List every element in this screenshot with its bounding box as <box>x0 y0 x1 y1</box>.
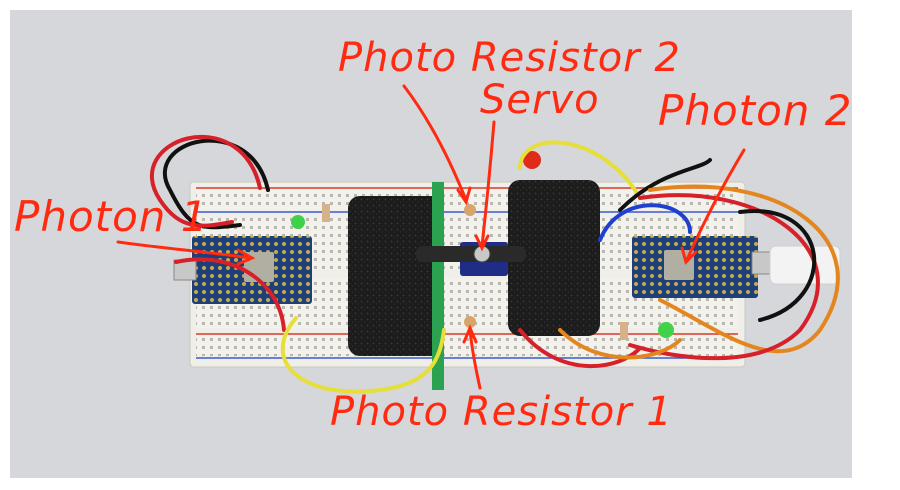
wire-red-right <box>628 193 820 361</box>
wire-black-right-2 <box>738 209 817 322</box>
arrow-photon-1 <box>116 240 256 266</box>
photo-resistor-1-part <box>464 316 476 328</box>
wire-yellow-left <box>280 316 446 394</box>
arrow-photon-2 <box>680 148 746 265</box>
led-green-right <box>658 322 674 338</box>
wire-blue-right <box>598 203 692 242</box>
arrow-photo-resistor-2 <box>402 84 472 206</box>
wire-orange-right <box>648 184 840 354</box>
photon-1-label: Photon 1 <box>14 192 209 241</box>
resistor-right <box>620 322 628 340</box>
photo-resistor-2-label: Photo Resistor 2 <box>338 35 681 81</box>
led-red <box>523 151 541 169</box>
photon-2-board <box>632 236 841 298</box>
arrow-servo <box>474 120 496 252</box>
arrow-photo-resistor-1 <box>462 324 482 390</box>
wire-red-left-2 <box>174 257 286 332</box>
foam-block-right <box>508 180 600 336</box>
foam-block-left <box>348 196 444 356</box>
wire-red-bottom <box>518 328 642 369</box>
photo-resistor-1-label: Photo Resistor 1 <box>330 389 673 435</box>
servo-label: Servo <box>480 77 600 123</box>
wire-orange-bottom <box>558 328 682 360</box>
photo-resistor-2-part <box>464 204 476 216</box>
servo-horn <box>416 246 526 262</box>
led-green-left <box>291 215 305 229</box>
wire-yellow-top <box>518 140 642 200</box>
wire-red-left <box>150 134 262 228</box>
wire-black-right <box>618 158 712 212</box>
photon-2-label: Photon 2 <box>658 86 853 135</box>
resistor-left <box>322 204 330 222</box>
